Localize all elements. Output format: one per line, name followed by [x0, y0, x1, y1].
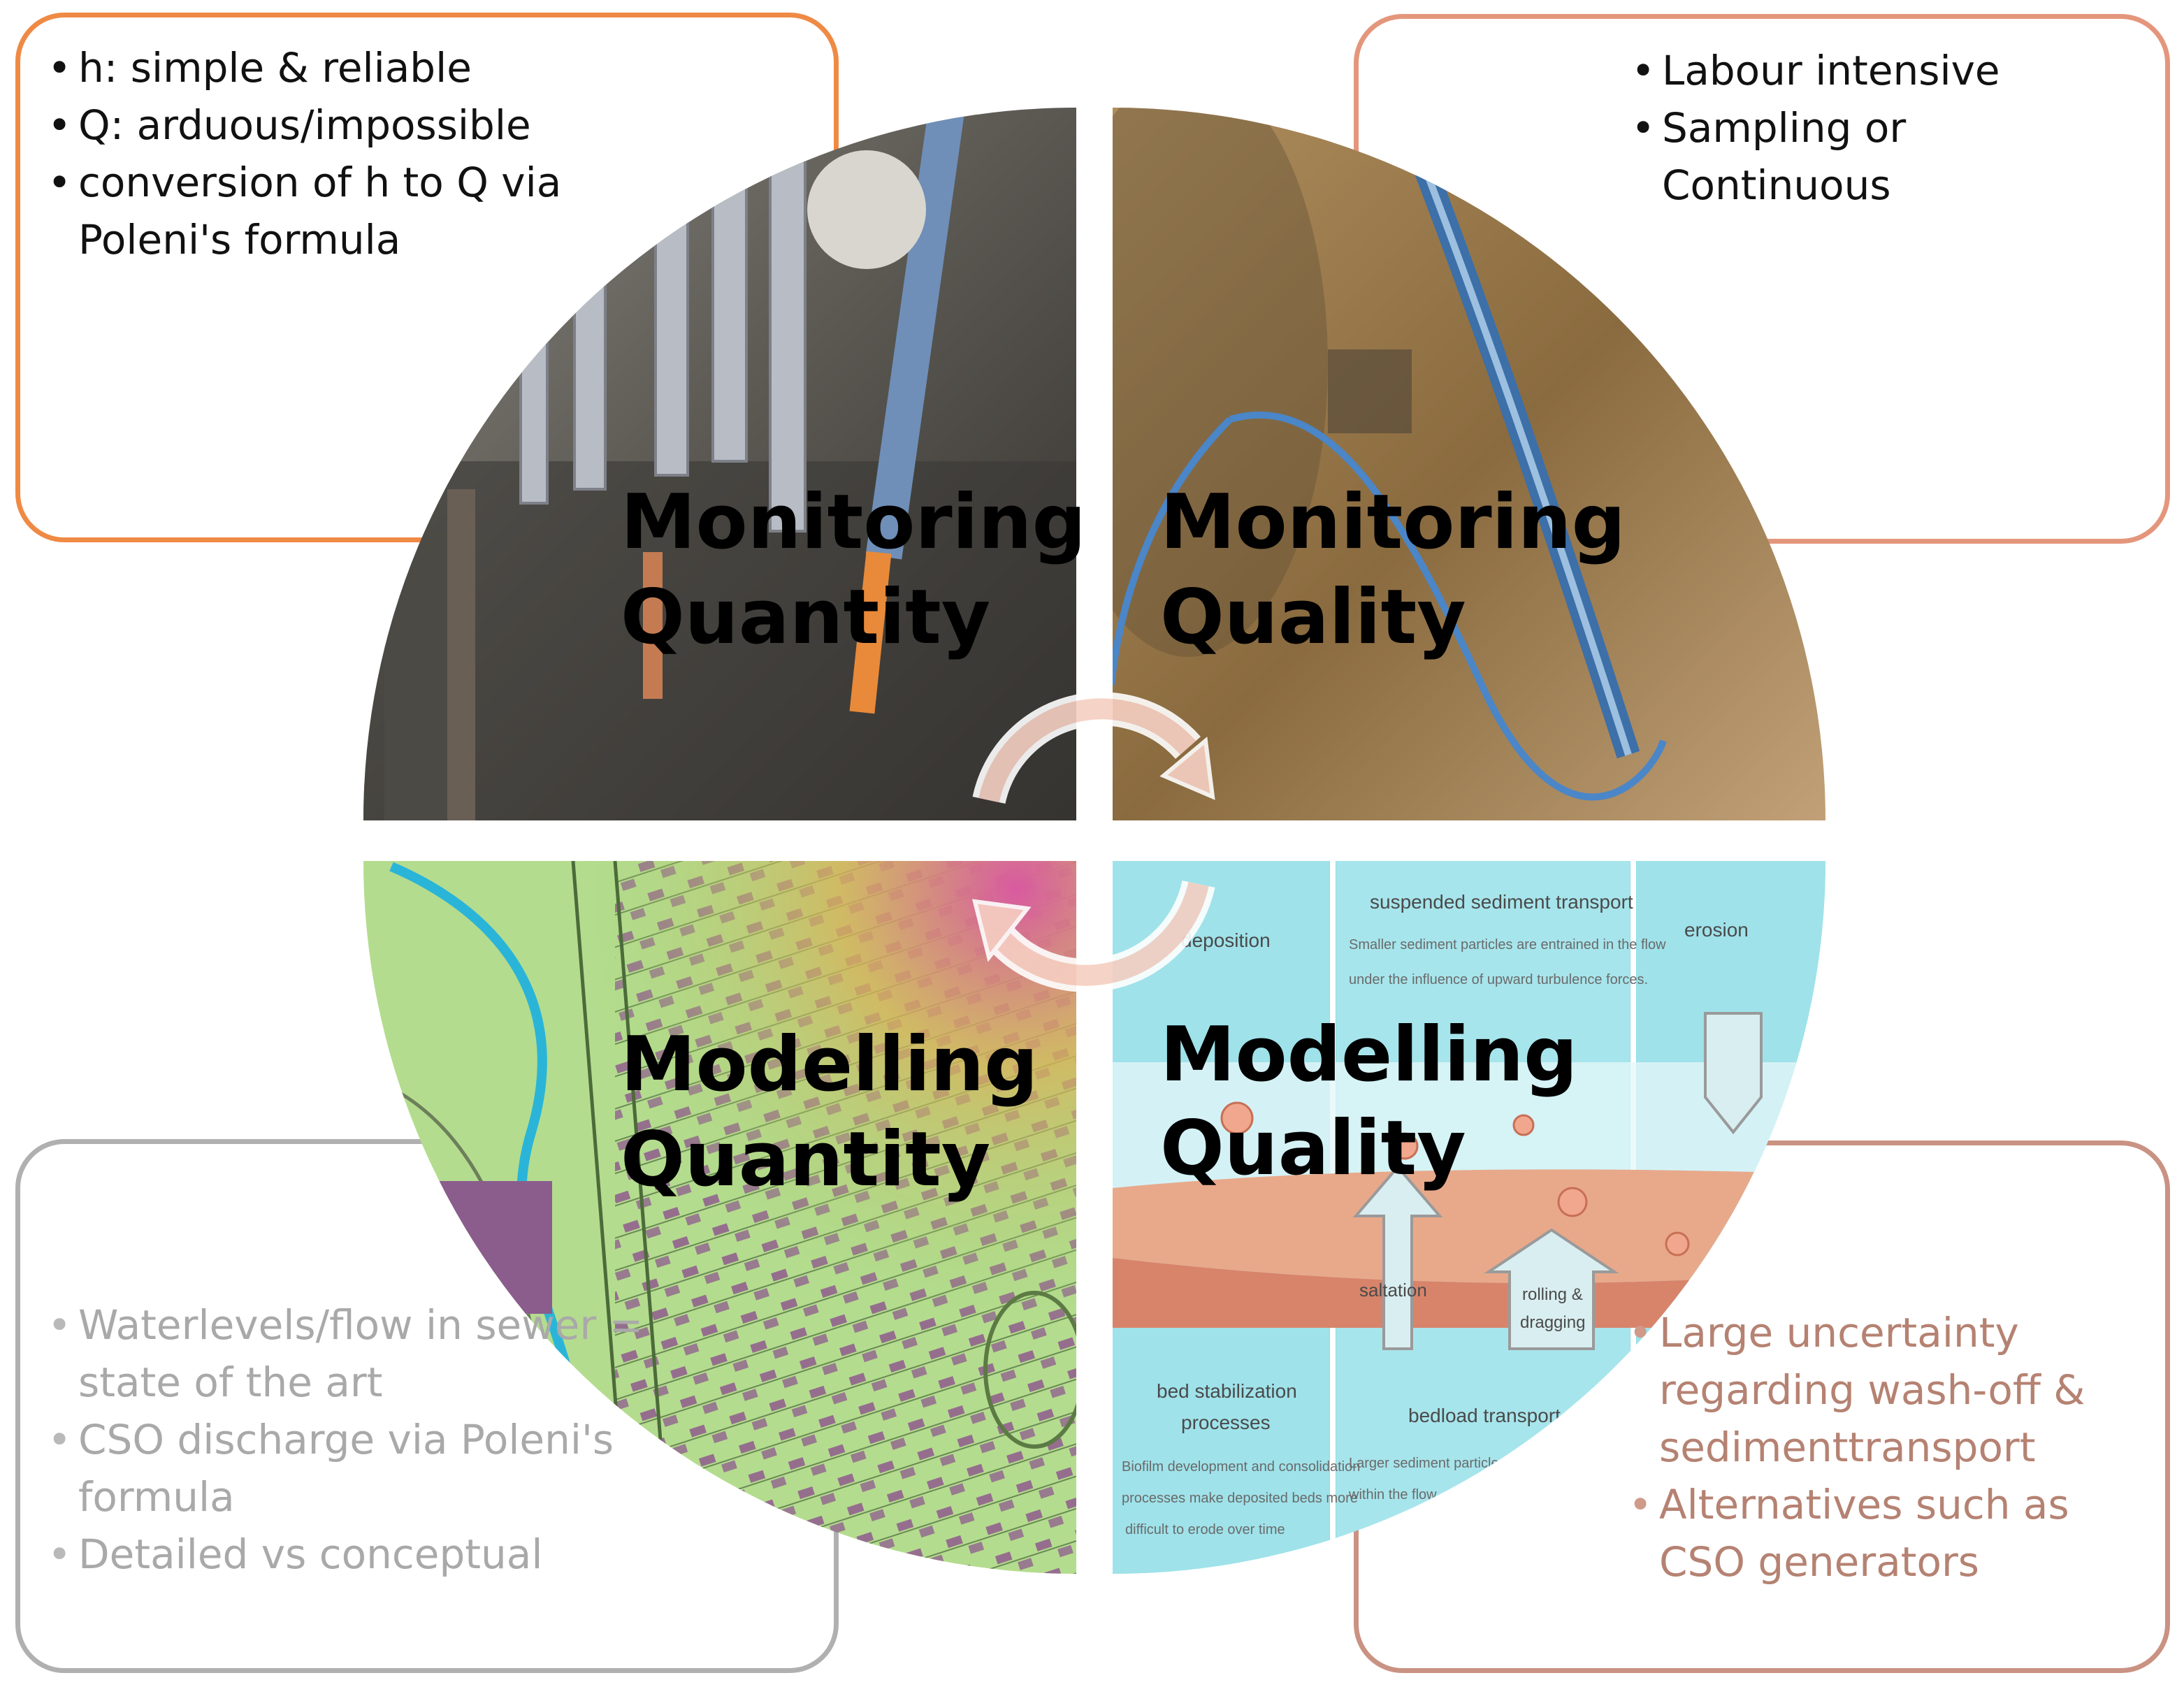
diagram-modelling-quality: deposition suspended sediment transport …	[1113, 861, 1825, 1574]
label-suspended-desc-2: under the influence of upward turbulence…	[1349, 972, 1648, 987]
label-suspended-desc-1: Smaller sediment particles are entrained…	[1349, 937, 1666, 953]
bullet-list-modelling-quality: Large uncertainty regarding wash-off & s…	[1626, 1304, 2157, 1591]
bullet-item: Sampling or Continuous	[1628, 99, 2118, 214]
bullet-item: Large uncertainty regarding wash-off & s…	[1626, 1304, 2157, 1476]
label-suspended-title: suspended sediment transport	[1370, 891, 1633, 913]
bullet-list-monitoring-quantity: h: simple & reliable Q: arduous/impossib…	[45, 39, 604, 268]
label-saltation: saltation	[1359, 1280, 1427, 1301]
title-modelling-quantity-line1: Modelling	[621, 1021, 1038, 1108]
title-monitoring-quality-line1: Monitoring	[1160, 479, 1626, 566]
title-modelling-quality-line2: Quality	[1160, 1105, 1466, 1192]
bullet-item: Labour intensive	[1628, 42, 2118, 99]
title-monitoring-quality-line2: Quality	[1160, 574, 1466, 661]
bullet-item: Alternatives such as CSO generators	[1626, 1476, 2157, 1591]
label-rolling-2: dragging	[1520, 1313, 1585, 1332]
bullet-item: Waterlevels/flow in sewer = state of the…	[45, 1296, 660, 1411]
label-bed-stab-desc-3: difficult to erode over time	[1125, 1522, 1285, 1537]
label-rolling-1: rolling &	[1522, 1285, 1583, 1304]
label-bed-stab-desc-2: processes make deposited beds more	[1122, 1491, 1358, 1506]
title-modelling-quality-line1: Modelling	[1160, 1011, 1577, 1099]
label-bed-stab-2: processes	[1181, 1412, 1271, 1433]
label-bedload: bedload transport	[1408, 1405, 1561, 1426]
bullet-item: Detailed vs conceptual	[45, 1526, 660, 1583]
bullet-item: conversion of h to Q via Poleni's formul…	[45, 154, 604, 268]
circular-arrows-icon	[972, 692, 1215, 992]
title-monitoring-quantity-line1: Monitoring	[621, 479, 1086, 566]
bullet-list-monitoring-quality: Labour intensive Sampling or Continuous	[1628, 42, 2118, 214]
bullet-item: CSO discharge via Poleni's formula	[45, 1411, 660, 1526]
label-erosion: erosion	[1684, 919, 1749, 941]
label-deposition: deposition	[1181, 929, 1271, 951]
label-bed-stab-desc-1: Biofilm development and consolidation	[1122, 1459, 1360, 1475]
label-bedload-desc-1: Larger sediment particles	[1349, 1456, 1506, 1471]
bullet-list-modelling-quantity: Waterlevels/flow in sewer = state of the…	[45, 1296, 660, 1583]
title-modelling-quantity-line2: Quantity	[621, 1116, 990, 1203]
title-monitoring-quantity-line2: Quantity	[621, 574, 990, 661]
bullet-item: Q: arduous/impossible	[45, 96, 604, 154]
label-bed-stab-1: bed stabilization	[1157, 1380, 1297, 1402]
bullet-item: h: simple & reliable	[45, 39, 604, 96]
label-bedload-desc-2: within the flow	[1348, 1487, 1437, 1503]
